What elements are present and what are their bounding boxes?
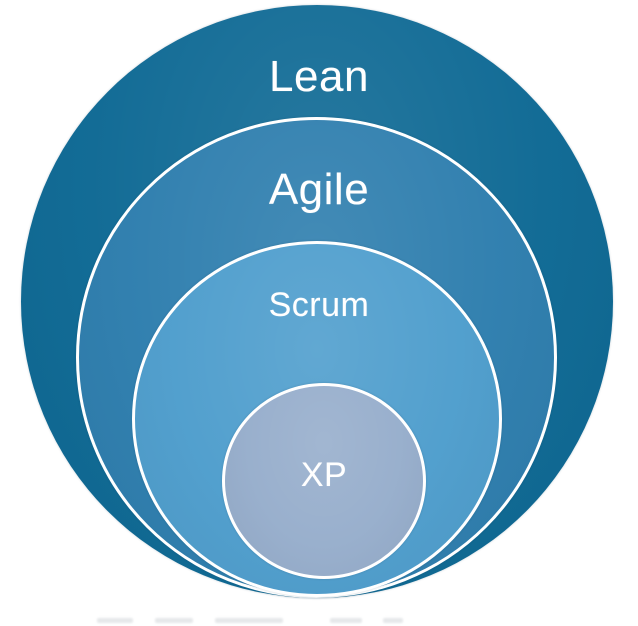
xp-circle xyxy=(222,383,426,579)
cropped-caption-fragment xyxy=(330,618,362,623)
cropped-caption-fragment xyxy=(383,618,403,623)
agile-label: Agile xyxy=(268,165,370,214)
cropped-caption-fragment xyxy=(155,618,193,623)
cropped-caption-fragment xyxy=(97,618,133,623)
xp-label: XP xyxy=(300,456,348,494)
cropped-caption-fragment xyxy=(215,618,283,623)
lean-label: Lean xyxy=(269,52,369,101)
scrum-label: Scrum xyxy=(268,286,370,324)
